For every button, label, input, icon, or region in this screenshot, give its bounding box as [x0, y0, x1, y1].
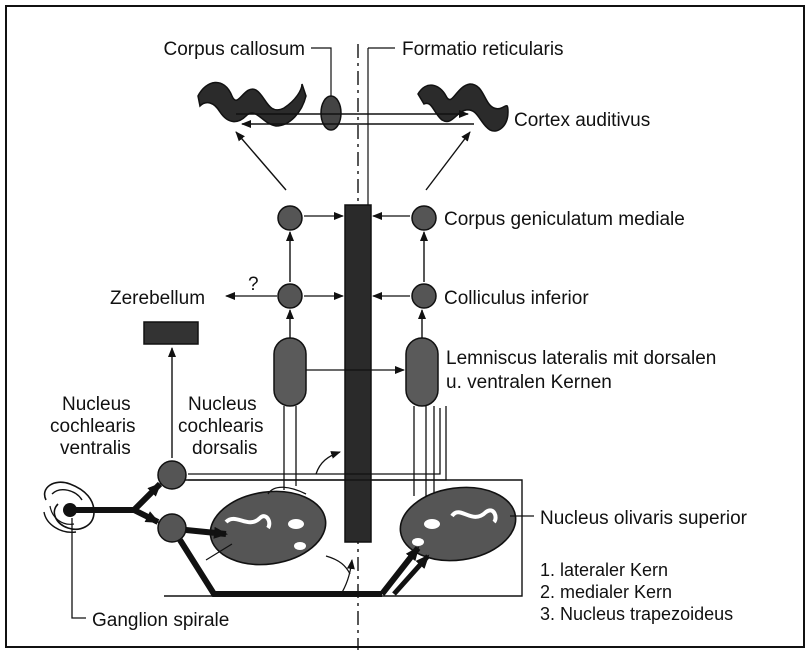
label-ncv-line2: cochlearis: [50, 416, 136, 437]
nucleus-cochlearis-ventralis-node: [158, 514, 186, 542]
label-nucleus-olivaris: Nucleus olivaris superior: [540, 508, 748, 529]
olive-left-inner-3: [294, 542, 306, 550]
label-ncv-line3: ventralis: [60, 438, 131, 459]
colliculus-right-node: [412, 284, 436, 308]
corpus-callosum-pointer: [311, 48, 331, 96]
lemniscus-left-tract: [284, 406, 296, 490]
label-lemniscus-line2: u. ventralen Kernen: [446, 372, 612, 393]
figure-border: [6, 6, 804, 647]
lemniscus-right-capsule: [406, 338, 438, 406]
nucleus-cochlearis-dorsalis-node: [158, 461, 186, 489]
label-zerebellum: Zerebellum: [110, 288, 205, 309]
label-question-mark: ?: [248, 274, 259, 295]
olive-right-inner-3: [412, 538, 424, 546]
label-corpus-geniculatum: Corpus geniculatum mediale: [444, 209, 685, 230]
small-curved-arrow: [316, 452, 340, 474]
geniculatum-right-to-cortex: [426, 132, 470, 190]
olive-subnucleus-2: 2. medialer Kern: [540, 582, 672, 602]
label-ganglion-spirale: Ganglion spirale: [92, 610, 229, 631]
ganglion-spirale-pointer: [72, 518, 86, 618]
cortex-left: [198, 82, 306, 126]
label-colliculus-inferior: Colliculus inferior: [444, 288, 589, 309]
olive-subnucleus-1: 1. lateraler Kern: [540, 560, 668, 580]
olive-left-inner-2: [288, 519, 304, 529]
zerebellum-box: [144, 322, 198, 344]
label-ncd-line3: dorsalis: [192, 438, 257, 459]
primary-fiber-to-dorsal: [134, 484, 160, 510]
midline-small-arrow: [340, 560, 352, 596]
label-ncd-line1: Nucleus: [188, 394, 257, 415]
label-ncd-line2: cochlearis: [178, 416, 264, 437]
label-formatio-reticularis: Formatio reticularis: [402, 39, 564, 60]
lemniscus-left-capsule: [274, 338, 306, 406]
lemniscus-right-tract: [414, 406, 434, 496]
label-ncv-line1: Nucleus: [62, 394, 131, 415]
formatio-reticularis-column: [345, 205, 371, 542]
label-lemniscus-line1: Lemniscus lateralis mit dorsalen: [446, 348, 716, 369]
geniculatum-left-node: [278, 206, 302, 230]
colliculus-left-node: [278, 284, 302, 308]
primary-fiber-to-ventral: [134, 510, 158, 522]
geniculatum-left-to-cortex: [236, 132, 286, 190]
olive-right-inner-2: [424, 519, 440, 529]
label-cortex-auditivus: Cortex auditivus: [514, 110, 650, 131]
label-corpus-callosum: Corpus callosum: [164, 39, 306, 60]
corpus-callosum-oval: [321, 96, 341, 130]
olive-subnucleus-3: 3. Nucleus trapezoideus: [540, 604, 733, 624]
geniculatum-right-node: [412, 206, 436, 230]
ventral-to-left-olive: [186, 530, 226, 534]
